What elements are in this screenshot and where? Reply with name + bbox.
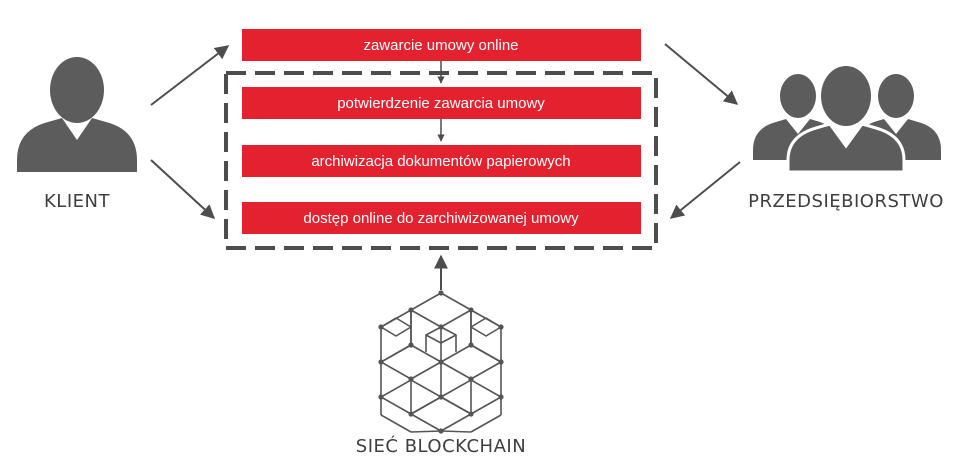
company-label: PRZEDSIĘBIORSTWO — [748, 191, 944, 212]
arrow-client-to-access — [151, 160, 214, 218]
step-2-label: potwierdzenie zawarcia umowy — [337, 95, 545, 112]
step-3-label: archiwizacja dokumentów papierowych — [311, 153, 570, 170]
client-label: KLIENT — [44, 191, 110, 212]
step-1: zawarcie umowy online — [242, 29, 641, 61]
arrow-client-to-contract — [151, 46, 228, 105]
step-4-label: dostęp online do zarchiwizowanej umowy — [303, 210, 579, 227]
blockchain-label: SIEĆ BLOCKCHAIN — [356, 435, 526, 457]
step-1-label: zawarcie umowy online — [363, 37, 518, 54]
step-2: potwierdzenie zawarcia umowy — [242, 87, 641, 119]
blockchain-network-icon — [378, 290, 503, 433]
group-icon — [753, 66, 941, 172]
step-4: dostęp online do zarchiwizowanej umowy — [242, 202, 641, 234]
arrow-company-to-access — [671, 162, 740, 218]
arrow-contract-to-company — [665, 44, 737, 104]
step-3: archiwizacja dokumentów papierowych — [242, 145, 641, 177]
person-icon — [17, 57, 137, 172]
